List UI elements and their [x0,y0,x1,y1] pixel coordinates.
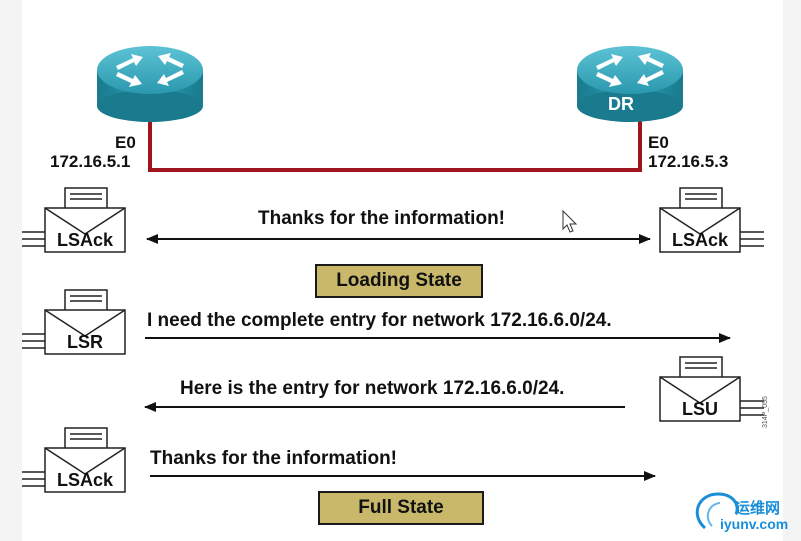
left-ip-label: 172.16.5.1 [50,152,131,171]
right-ip-label: 172.16.5.3 [648,152,729,171]
packet-label-p4-left: LSAck [56,470,114,490]
cursor-icon [562,209,578,233]
message-4: Thanks for the information! [150,448,397,469]
packet-label-p1-left: LSAck [56,230,114,250]
watermark-logo-icon [695,492,739,530]
right-interface-label: E0 [648,133,669,152]
envelope-icon-p2-left [22,289,126,355]
envelope-icon-p3-right [659,356,764,422]
router-right-label: DR [608,94,634,114]
full-state-badge: Full State [318,491,484,525]
router-right-icon [577,46,683,122]
packet-label-p1-right: LSAck [671,230,729,250]
watermark-line-2: iyunv.com [720,516,789,532]
envelope-icon-p1-right [659,187,764,253]
loading-state-badge: Loading State [315,264,483,298]
left-margin-strip [0,0,22,541]
router-left-icon [97,46,203,122]
network-link [148,112,642,172]
message-2: I need the complete entry for network 17… [147,310,612,331]
envelope-icon-p1-left [22,187,126,253]
packet-label-p3-right: LSU [682,399,718,419]
message-1: Thanks for the information! [258,208,505,229]
packet-label-p2-left: LSR [67,332,103,352]
watermark-line-1: 运维网 [735,500,781,517]
right-margin-strip [783,0,801,541]
message-3: Here is the entry for network 172.16.6.0… [180,378,565,399]
figure-code: 314P_055 [762,396,769,428]
envelope-icon-p4-left [22,427,126,493]
left-interface-label: E0 [115,133,136,152]
